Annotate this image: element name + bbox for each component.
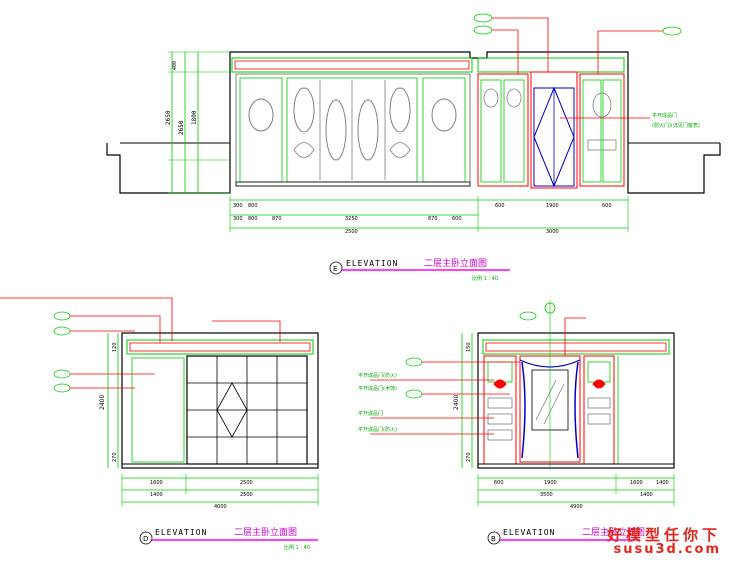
wardrobe-left xyxy=(483,355,517,465)
dim-label: 1600 xyxy=(150,480,163,486)
dim-label: 600 xyxy=(602,203,612,209)
wardrobe-right xyxy=(583,355,615,465)
elevation-e-bottom-dimensions: 300 800 600 1900 600 300 800 870 3250 87… xyxy=(229,196,629,235)
dim-label: 870 xyxy=(272,216,282,222)
elevation-d-drawing: 2400 120 270 1600 2500 1400 2500 4000 xyxy=(0,297,319,551)
title-scale: 比例 1 : 40 xyxy=(284,544,310,551)
dim-label: 2650 xyxy=(165,110,172,125)
elevation-b-drawing: 2400 150 270 600 1900 1600 1400 3500 140… xyxy=(358,300,675,545)
title-marker: B xyxy=(491,535,496,543)
dim-label: 3250 xyxy=(345,216,358,222)
curtain-window xyxy=(519,300,581,470)
dim-label: 2650 xyxy=(178,120,185,135)
dim-label: 1400 xyxy=(656,480,669,486)
dim-label: 600 xyxy=(494,480,504,486)
dim-label: 800 xyxy=(248,216,258,222)
watermark: 好模型任你下 susu3d.com xyxy=(606,525,721,558)
dim-label: 270 xyxy=(466,452,472,462)
dim-label: 1600 xyxy=(630,480,643,486)
title-word: ELEVATION xyxy=(155,528,207,537)
dim-label: 150 xyxy=(466,342,472,352)
dim-label: 1900 xyxy=(546,203,559,209)
dim-label: 2400 xyxy=(453,395,460,410)
elevation-b-title-block: B ELEVATION 二层主卧立面图 xyxy=(487,526,645,545)
dim-label: 870 xyxy=(428,216,438,222)
carved-panel-wall xyxy=(235,73,471,187)
dim-label: 270 xyxy=(112,452,118,462)
dim-label: 800 xyxy=(248,203,258,209)
note-door: 平开成品门 xyxy=(652,112,677,119)
elevation-d-callouts xyxy=(0,297,281,393)
title-text: 二层主卧立面图 xyxy=(582,526,645,538)
dim-label: 1400 xyxy=(640,492,653,498)
dim-label: 600 xyxy=(495,203,505,209)
dim-label: 2400 xyxy=(99,395,106,410)
elevation-e-callouts: 平开成品门 (防火门)(详见门窗表) xyxy=(473,13,700,129)
watermark-cn: 好模型任你下 xyxy=(606,525,721,544)
dim-total: 4000 xyxy=(214,504,227,510)
elevation-e-wall-outline xyxy=(106,51,721,194)
title-word: ELEVATION xyxy=(503,528,555,537)
elevation-e-left-dimensions: 400 2650 2650 1800 xyxy=(165,51,230,194)
dim-label: 300 xyxy=(233,216,243,222)
note-left: 平开成品门(防火) xyxy=(358,372,397,379)
note-left: 平开成品门(木饰) xyxy=(358,385,397,392)
note-door-sub: (防火门)(详见门窗表) xyxy=(652,122,700,129)
title-word: ELEVATION xyxy=(346,259,398,268)
dim-label: 1800 xyxy=(191,110,198,125)
elevation-e-drawing: 400 2650 2650 1800 300 800 600 1900 600 … xyxy=(106,13,721,282)
dim-label: 400 xyxy=(172,61,178,70)
title-text: 二层主卧立面图 xyxy=(234,526,297,538)
note-left: 平开成品门(防火) xyxy=(358,426,397,433)
dim-label: 300 xyxy=(233,203,243,209)
elevation-d-title-block: D ELEVATION 二层主卧立面图 比例 1 : 40 xyxy=(139,526,318,551)
dim-label: 2500 xyxy=(240,480,253,486)
glass-door-grid xyxy=(187,356,307,464)
title-text: 二层主卧立面图 xyxy=(424,257,487,269)
title-marker: D xyxy=(143,535,148,543)
elevation-b-callouts: 平开成品门(防火) 平开成品门(木饰) 平开成品门 平开成品门(防火) xyxy=(358,311,586,435)
dim-label: 2500 xyxy=(240,492,253,498)
dim-label: 120 xyxy=(112,342,118,352)
dim-label: 1900 xyxy=(544,480,557,486)
dim-total: 4900 xyxy=(570,504,583,510)
dim-total-right: 3000 xyxy=(546,229,559,235)
title-scale: 比例 1 : 40 xyxy=(472,275,498,282)
dim-total-left: 2500 xyxy=(345,229,358,235)
note-left: 平开成品门 xyxy=(358,410,383,417)
dim-label: 1400 xyxy=(150,492,163,498)
elevation-e-title-block: E ELEVATION 二层主卧立面图 比例 1 : 40 xyxy=(329,257,510,282)
wardrobe-and-door xyxy=(477,71,625,189)
dim-label: 3500 xyxy=(540,492,553,498)
title-marker: E xyxy=(333,265,337,273)
dim-label: 600 xyxy=(452,216,462,222)
watermark-url: susu3d.com xyxy=(613,542,721,558)
